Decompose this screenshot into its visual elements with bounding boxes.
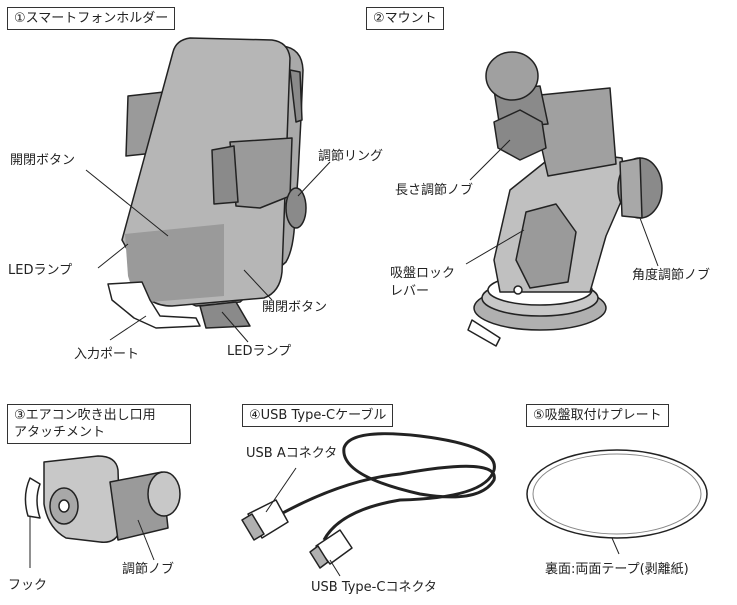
input-port-label: 入力ポート xyxy=(74,347,140,362)
open-button-label-right: 開閉ボタン xyxy=(262,300,328,315)
adjust-ring-label: 調節リング xyxy=(318,149,384,164)
hook-label: フック xyxy=(8,578,48,593)
length-knob-label: 長さ調節ノブ xyxy=(395,183,474,198)
mount-title: ②マウント xyxy=(366,7,444,30)
plate-title: ⑤吸盤取付けプレート xyxy=(526,404,669,427)
usb-a-label: USB Aコネクタ xyxy=(246,446,338,461)
plate-illustration xyxy=(526,449,708,539)
holder-title: ①スマートフォンホルダー xyxy=(7,7,176,30)
led-lamp-label-left: LEDランプ xyxy=(8,263,73,278)
led-lamp-label-bottom: LEDランプ xyxy=(227,344,292,359)
vent-title-line2: アタッチメント xyxy=(14,425,106,440)
vent-attachment-illustration xyxy=(24,455,181,543)
vent-title: ③エアコン吹き出し口用 アタッチメント xyxy=(7,404,191,444)
vent-knob-label: 調節ノブ xyxy=(122,562,175,577)
suction-lever-label-2: レバー xyxy=(390,284,430,299)
phone-holder-illustration xyxy=(107,37,307,329)
leader-lines xyxy=(29,139,659,577)
vent-title-line1: ③エアコン吹き出し口用 xyxy=(14,408,156,423)
plate-desc-label: 裏面:両面テープ(剥離紙) xyxy=(545,562,689,577)
cable-title: ④USB Type-Cケーブル xyxy=(242,404,394,427)
mount-illustration xyxy=(467,51,663,347)
usb-cable-illustration xyxy=(241,432,496,569)
suction-lever-label-1: 吸盤ロック xyxy=(390,266,456,281)
open-button-label-left: 開閉ボタン xyxy=(10,153,76,168)
angle-knob-label: 角度調節ノブ xyxy=(632,268,711,283)
usb-c-label: USB Type-Cコネクタ xyxy=(311,580,437,595)
